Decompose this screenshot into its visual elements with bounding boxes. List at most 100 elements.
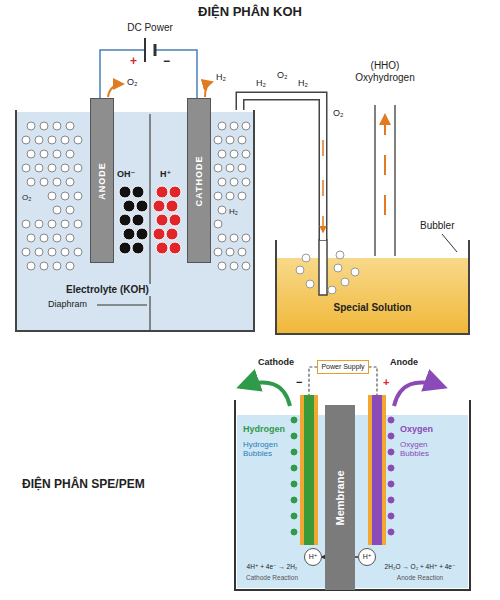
bubble bbox=[218, 206, 226, 214]
text-label: Oxygen bbox=[400, 424, 433, 434]
tank-outline bbox=[235, 400, 470, 590]
node-label: CATHODE bbox=[194, 155, 204, 206]
bubble bbox=[48, 248, 56, 256]
bubble bbox=[53, 122, 61, 130]
bubble bbox=[291, 513, 297, 519]
pipe-bore bbox=[240, 96, 323, 240]
text-label: O₂ bbox=[127, 77, 138, 87]
bubble bbox=[66, 150, 74, 158]
bubble bbox=[22, 164, 30, 172]
hydroxide-ion bbox=[123, 228, 135, 240]
bubble bbox=[328, 286, 336, 294]
bubble bbox=[230, 262, 238, 270]
bubble bbox=[388, 465, 394, 471]
proton-circle: H⁺ bbox=[358, 548, 376, 566]
bubble bbox=[291, 417, 297, 423]
bubble bbox=[66, 178, 74, 186]
bubble bbox=[35, 248, 43, 256]
bubble bbox=[48, 164, 56, 172]
bubble bbox=[214, 192, 222, 200]
bubble bbox=[22, 136, 30, 144]
membrane: Membrane bbox=[325, 405, 355, 590]
node-label: Power Supply bbox=[321, 363, 364, 371]
hydrogen-ion bbox=[166, 200, 178, 212]
leader-line bbox=[97, 305, 147, 306]
bubble bbox=[35, 220, 43, 228]
bubble bbox=[334, 264, 342, 272]
bubble bbox=[242, 150, 250, 158]
text-label: Cathode Reaction bbox=[246, 574, 298, 581]
bubble bbox=[61, 192, 69, 200]
hydroxide-ion bbox=[132, 242, 144, 254]
hydroxide-ion bbox=[119, 242, 131, 254]
connector bbox=[369, 367, 377, 395]
bubble bbox=[388, 417, 394, 423]
outlet-pipe bbox=[374, 105, 376, 256]
power-wire bbox=[309, 367, 317, 395]
text-label: − bbox=[296, 376, 302, 389]
hydrogen-ion bbox=[169, 214, 181, 226]
gas-arrow bbox=[205, 82, 212, 97]
bubble bbox=[218, 150, 226, 158]
hydrogen-arrow bbox=[240, 382, 290, 406]
hydrogen-ion bbox=[156, 214, 168, 226]
text-label: H₂ bbox=[229, 207, 238, 216]
bubble bbox=[388, 497, 394, 503]
bubble bbox=[53, 262, 61, 270]
bubble bbox=[214, 220, 222, 228]
node-label: Membrane bbox=[334, 470, 346, 525]
wire bbox=[155, 50, 197, 98]
bubble bbox=[388, 513, 394, 519]
bubble bbox=[48, 192, 56, 200]
anode-electrode: ANODE bbox=[90, 98, 114, 263]
bubble bbox=[53, 234, 61, 242]
hydrogen-ion bbox=[153, 200, 165, 212]
leader-line bbox=[442, 234, 457, 252]
bubble bbox=[214, 136, 222, 144]
hydroxide-ion bbox=[136, 228, 148, 240]
bubble bbox=[40, 234, 48, 242]
hydroxide-ion bbox=[119, 214, 131, 226]
bubble bbox=[341, 278, 349, 286]
bubble bbox=[230, 178, 238, 186]
bubble bbox=[218, 234, 226, 242]
bubble bbox=[238, 136, 246, 144]
hydroxide-ion bbox=[136, 200, 148, 212]
bubbler-vessel: Special Solution bbox=[275, 240, 470, 335]
bubble bbox=[27, 178, 35, 186]
bubble bbox=[74, 220, 82, 228]
bubble bbox=[296, 266, 304, 274]
hydrogen-ion bbox=[169, 242, 181, 254]
node-label: H⁺ bbox=[359, 549, 375, 565]
bubble bbox=[291, 481, 297, 487]
outlet-pipe bbox=[394, 105, 396, 256]
text-label: + bbox=[130, 55, 137, 69]
bubble bbox=[27, 262, 35, 270]
text-label: Anode Reaction bbox=[397, 574, 443, 581]
cathode-rod: Cathode bbox=[300, 395, 318, 545]
bubble bbox=[242, 234, 250, 242]
bubble bbox=[238, 164, 246, 172]
bubble bbox=[218, 122, 226, 130]
gas-arrow bbox=[384, 115, 386, 215]
bubble bbox=[291, 529, 297, 535]
bubble bbox=[351, 268, 359, 276]
hydroxide-ion bbox=[119, 186, 131, 198]
hydroxide-ion bbox=[132, 186, 144, 198]
bubble bbox=[53, 206, 61, 214]
bubble bbox=[230, 150, 238, 158]
bubble bbox=[306, 280, 314, 288]
hydrogen-ion bbox=[169, 186, 181, 198]
text-label: − bbox=[163, 55, 170, 69]
bubble bbox=[291, 465, 297, 471]
text-label: O₂ bbox=[277, 70, 288, 80]
bubble bbox=[302, 254, 310, 262]
bubble bbox=[238, 192, 246, 200]
bubble bbox=[61, 220, 69, 228]
bubble bbox=[218, 262, 226, 270]
gas-pipe bbox=[240, 96, 323, 240]
text-label: 4H⁺ + 4e⁻ → 2H₂ bbox=[247, 563, 298, 570]
bubble bbox=[22, 248, 30, 256]
solution-fill bbox=[277, 258, 468, 333]
text-label: Bubbler bbox=[420, 220, 454, 232]
